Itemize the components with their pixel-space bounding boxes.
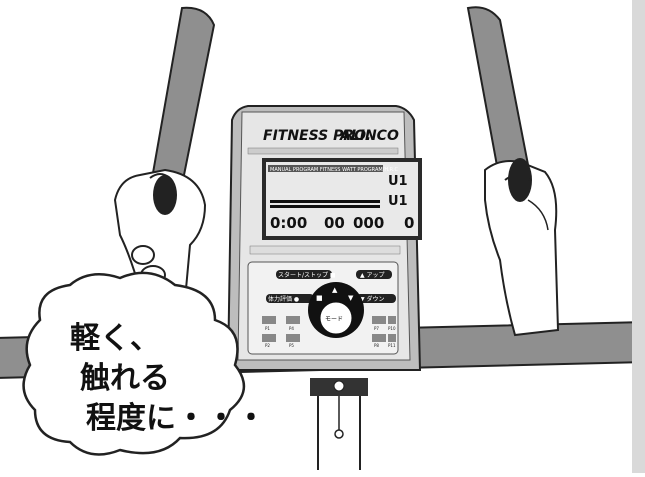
svg-text:P4: P4 (289, 326, 294, 331)
bubble-line-2: 触れる (80, 361, 170, 396)
mode-label: モード (325, 316, 343, 323)
svg-text:P11: P11 (388, 343, 396, 348)
svg-text:P5: P5 (289, 343, 294, 348)
brand-label: FITNESS PRO. (263, 128, 371, 144)
mode-button[interactable] (319, 301, 353, 335)
right-hand (484, 158, 560, 337)
program-grid-left: P1 P4 P2 P5 (262, 316, 300, 348)
lcd-distance: 000 (353, 214, 384, 232)
console: FITNESS PRO. ALINCO MANUAL PROGRAM FITNE… (226, 105, 422, 371)
start-stop-button[interactable] (276, 270, 332, 279)
up-button[interactable] (356, 270, 392, 279)
program-grid-right: P7 P10 P8 P11 (372, 316, 396, 348)
bubble-line-3: 程度に・・・ (86, 401, 266, 436)
start-stop-label: スタート/ストップ ■ (278, 271, 336, 279)
lcd-mode-bar: MANUAL PROGRAM FITNESS WATT PROGRAM/H.R.… (270, 167, 399, 173)
svg-text:P7: P7 (374, 326, 379, 331)
lcd-level-bottom: U1 (388, 194, 408, 209)
right-scrollbar (632, 0, 645, 473)
lcd-speed: 00 (324, 214, 345, 232)
lcd-display (266, 162, 418, 236)
down-arrow-icon: ▼ (348, 294, 354, 302)
up-arrow-icon: ▲ (332, 286, 338, 294)
fitness-eval-button[interactable] (266, 294, 314, 303)
svg-text:P8: P8 (374, 343, 379, 348)
speech-bubble: 軽く、 触れる 程度に・・・ (22, 271, 266, 456)
lcd-level-top: U1 (388, 174, 408, 189)
console-stem (310, 378, 368, 470)
maker-label: ALINCO (339, 128, 399, 144)
svg-text:P10: P10 (388, 326, 396, 331)
fitness-eval-label: 体力評価 ● (268, 295, 299, 303)
down-button[interactable] (356, 294, 396, 303)
lcd-pulse: 0 (404, 214, 414, 232)
svg-text:P2: P2 (265, 343, 270, 348)
up-label: ▲ アップ (360, 272, 385, 279)
down-label: ▼ ダウン (360, 295, 385, 303)
lcd-time: 0:00 (270, 214, 307, 232)
bubble-line-1: 軽く、 (70, 321, 160, 356)
stop-icon: ■ (316, 294, 323, 302)
svg-text:P1: P1 (265, 326, 270, 331)
